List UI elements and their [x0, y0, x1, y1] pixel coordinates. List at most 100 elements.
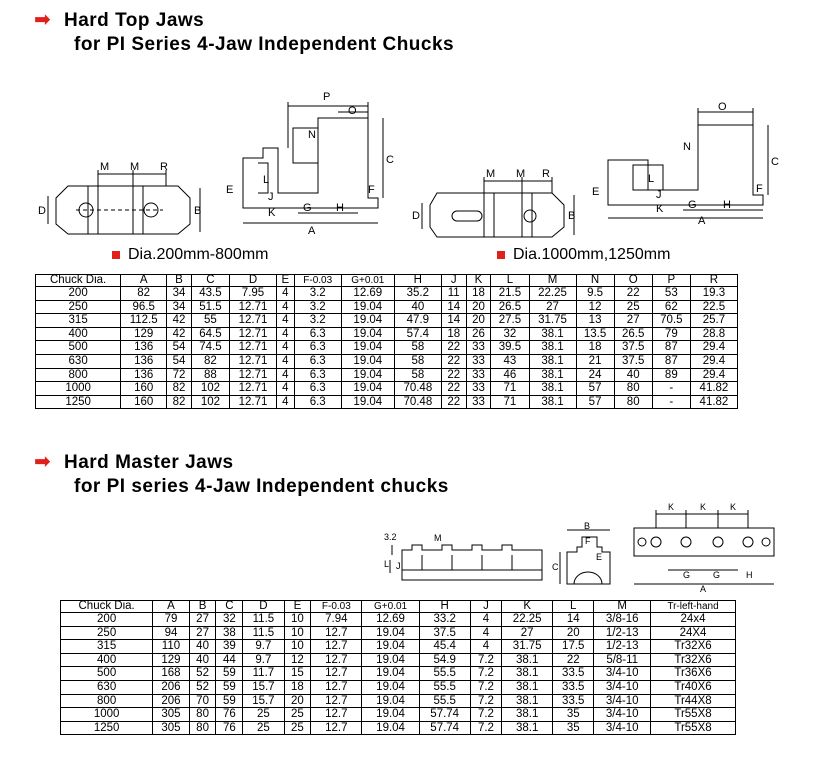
- table-cell: Tr55X8: [650, 707, 736, 722]
- table-cell: 41.82: [689, 394, 739, 410]
- table-cell: 19.3: [689, 286, 739, 301]
- column-header: B: [188, 600, 217, 613]
- column-header: M: [528, 274, 577, 287]
- table-cell: 12.7: [310, 666, 363, 681]
- column-header: C: [190, 274, 230, 287]
- column-header: D: [228, 274, 278, 287]
- table-cell: 87: [651, 353, 691, 369]
- table-cell: 200: [34, 286, 122, 301]
- table-cell: 800: [34, 367, 122, 383]
- dim-label: C: [552, 562, 559, 572]
- table-cell: 7.95: [228, 286, 278, 301]
- hard-master-jaws-heading: ➡Hard Master Jaws for PI series 4-Jaw In…: [34, 450, 449, 499]
- table-cell: 31.75: [501, 639, 554, 654]
- dim-label: O: [348, 105, 357, 117]
- dim-label: K: [268, 207, 276, 219]
- table-cell: 96.5: [120, 299, 168, 315]
- table-cell: 79: [651, 326, 691, 342]
- table-cell: 38.1: [528, 340, 577, 355]
- table-cell: 34: [166, 286, 192, 301]
- dim-label: F: [756, 183, 763, 195]
- table-cell: 7.2: [469, 693, 503, 709]
- table-cell: 25: [613, 299, 653, 315]
- table-cell: 18: [465, 286, 492, 301]
- hard-top-jaws-heading: ➡Hard Top Jaws for PI Series 4-Jaw Indep…: [34, 8, 454, 57]
- section1-title: Hard Top Jaws: [64, 10, 205, 31]
- table-cell: 38.1: [528, 394, 577, 410]
- column-header: Tr-left-hand: [650, 600, 736, 613]
- table-cell: 15: [283, 666, 312, 681]
- column-header: G+0.01: [340, 274, 395, 287]
- column-header: L: [552, 600, 595, 613]
- table-cell: 6.3: [293, 367, 342, 383]
- top-jaw-side-view-large: O N C E F L J K G H A: [592, 101, 779, 225]
- table-cell: 12: [575, 299, 615, 315]
- table-cell: 400: [34, 326, 122, 342]
- table-cell: 4: [276, 286, 295, 301]
- dim-label: M: [100, 161, 109, 173]
- table-cell: 12.71: [228, 326, 278, 342]
- table-cell: 25: [283, 707, 312, 722]
- dim-label: D: [38, 205, 46, 217]
- table-cell: 315: [59, 639, 154, 654]
- table-cell: Tr55X8: [650, 720, 736, 736]
- dim-label: J: [268, 191, 274, 203]
- dim-label: N: [683, 141, 691, 153]
- table-cell: 305: [152, 720, 190, 736]
- dim-label: K: [700, 502, 706, 512]
- column-header: N: [575, 274, 615, 287]
- table-cell: 38.1: [501, 666, 554, 681]
- table-cell: 39.5: [490, 340, 530, 355]
- table-cell: 72: [166, 367, 192, 383]
- table-cell: 59: [215, 666, 244, 681]
- table-cell: 19.04: [340, 381, 395, 396]
- table-cell: 630: [59, 679, 154, 695]
- table-cell: 18: [440, 326, 467, 342]
- table-cell: 1250: [34, 394, 122, 410]
- table-cell: 21: [575, 353, 615, 369]
- table-cell: 1250: [59, 720, 154, 736]
- table-cell: 3/4-10: [593, 720, 652, 736]
- table-cell: 42: [166, 326, 192, 342]
- table-cell: 24x4: [650, 612, 736, 627]
- table-cell: 26.5: [613, 326, 653, 342]
- table-cell: 47.9: [393, 313, 442, 328]
- table-cell: 6.3: [293, 326, 342, 342]
- table-cell: 12.7: [310, 639, 363, 654]
- dim-label: J: [656, 189, 662, 201]
- table-cell: 4: [276, 313, 295, 328]
- table-cell: 62: [651, 299, 691, 315]
- table-cell: 19.04: [361, 693, 420, 709]
- table-cell: 38.1: [501, 693, 554, 709]
- table-cell: 12.69: [361, 612, 420, 627]
- table-cell: 46: [490, 367, 530, 383]
- table-cell: 11.5: [242, 625, 285, 641]
- table-cell: 9.7: [242, 639, 285, 654]
- table-cell: 4: [469, 639, 503, 654]
- table-cell: 13.5: [575, 326, 615, 342]
- table-cell: 12.7: [310, 693, 363, 709]
- table-cell: 38.1: [501, 707, 554, 722]
- table-cell: 33: [465, 367, 492, 383]
- table-cell: 7.94: [310, 612, 363, 627]
- table-cell: 79: [152, 612, 190, 627]
- table-cell: 22.5: [689, 299, 739, 315]
- table-cell: 33.5: [552, 666, 595, 681]
- table-cell: 3.2: [293, 299, 342, 315]
- dim-label: G: [688, 199, 697, 211]
- table-cell: 25: [283, 720, 312, 736]
- red-square-icon: [112, 251, 120, 259]
- table-cell: 19.04: [340, 313, 395, 328]
- table-cell: 33: [465, 394, 492, 410]
- dia-label-large-text: Dia.1000mm,1250mm: [513, 246, 671, 263]
- table-cell: 4: [469, 612, 503, 627]
- table-cell: 19.04: [361, 666, 420, 681]
- dim-label: G: [683, 570, 690, 580]
- table-cell: 70: [188, 693, 217, 709]
- table-cell: 19.04: [361, 625, 420, 641]
- column-header: R: [689, 274, 739, 287]
- table-cell: 19.04: [361, 679, 420, 695]
